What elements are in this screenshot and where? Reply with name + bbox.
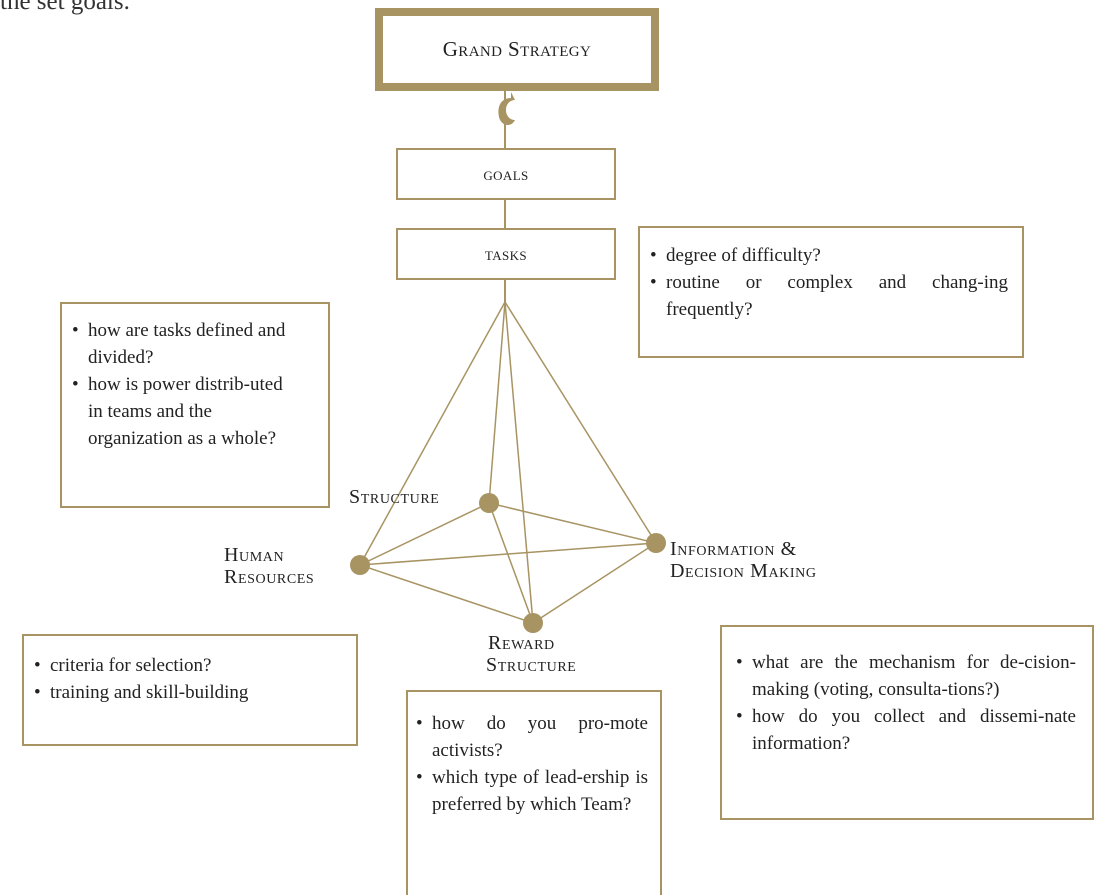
reward-line-1: Reward	[488, 632, 555, 654]
edge-structure-hr	[359, 502, 490, 566]
tasks-note-item-2: routine or complex and chang-ing frequen…	[650, 269, 1008, 323]
edge-apex-reward	[504, 301, 534, 624]
structure-note-item-1: how are tasks defined and divided?	[72, 317, 288, 371]
intro-text: the set goals.	[0, 0, 130, 15]
human-resources-label: Human Resources	[224, 544, 314, 588]
human-resources-line-2: Resources	[224, 566, 315, 588]
goals-box: goals	[396, 148, 616, 200]
edge-structure-info	[488, 502, 657, 544]
edge-structure-reward	[488, 502, 534, 624]
node-reward	[523, 613, 543, 633]
goals-label: goals	[483, 163, 529, 184]
human-resources-note-box: criteria for selection? training and ski…	[22, 634, 358, 746]
edge-apex-hr	[359, 301, 506, 566]
information-label: Information & Decision Making	[670, 538, 817, 582]
information-note-item-1: what are the mechanism for de-cision-mak…	[736, 649, 1076, 703]
information-line-2: Decision Making	[670, 560, 817, 582]
reward-note-item-2: which type of lead-ership is preferred b…	[416, 764, 648, 818]
edge-info-reward	[532, 542, 657, 624]
node-information	[646, 533, 666, 553]
human-resources-note-item-1: criteria for selection?	[34, 652, 346, 679]
node-human-resources	[350, 555, 370, 575]
grand-strategy-label: Grand Strategy	[442, 37, 592, 61]
edge-apex-info	[504, 301, 657, 544]
edge-hr-reward	[359, 564, 534, 624]
node-structure	[479, 493, 499, 513]
information-line-1: Information &	[670, 538, 797, 560]
reward-label: Reward Structure	[486, 632, 576, 676]
reward-line-2: Structure	[486, 654, 577, 676]
edge-apex-structure	[488, 301, 506, 504]
reward-note-box: how do you pro-mote activists? which typ…	[406, 690, 662, 895]
tasks-box: tasks	[396, 228, 616, 280]
structure-note-box: how are tasks defined and divided? how i…	[60, 302, 330, 508]
tasks-note-item-1: degree of difficulty?	[650, 242, 1008, 269]
structure-note-item-2: how is power distrib-uted in teams and t…	[72, 371, 288, 452]
information-note-item-2: how do you collect and dissemi-nate info…	[736, 703, 1076, 757]
tasks-label: tasks	[484, 243, 528, 264]
human-resources-line-1: Human	[224, 544, 285, 566]
hook-icon	[498, 92, 515, 126]
tasks-note-box: degree of difficulty? routine or complex…	[638, 226, 1024, 358]
grand-strategy-box: Grand Strategy	[375, 8, 659, 91]
reward-note-item-1: how do you pro-mote activists?	[416, 710, 648, 764]
structure-label: Structure	[349, 486, 440, 508]
information-note-box: what are the mechanism for de-cision-mak…	[720, 625, 1094, 820]
human-resources-note-item-2: training and skill-building	[34, 679, 346, 706]
edge-hr-info	[359, 542, 657, 566]
